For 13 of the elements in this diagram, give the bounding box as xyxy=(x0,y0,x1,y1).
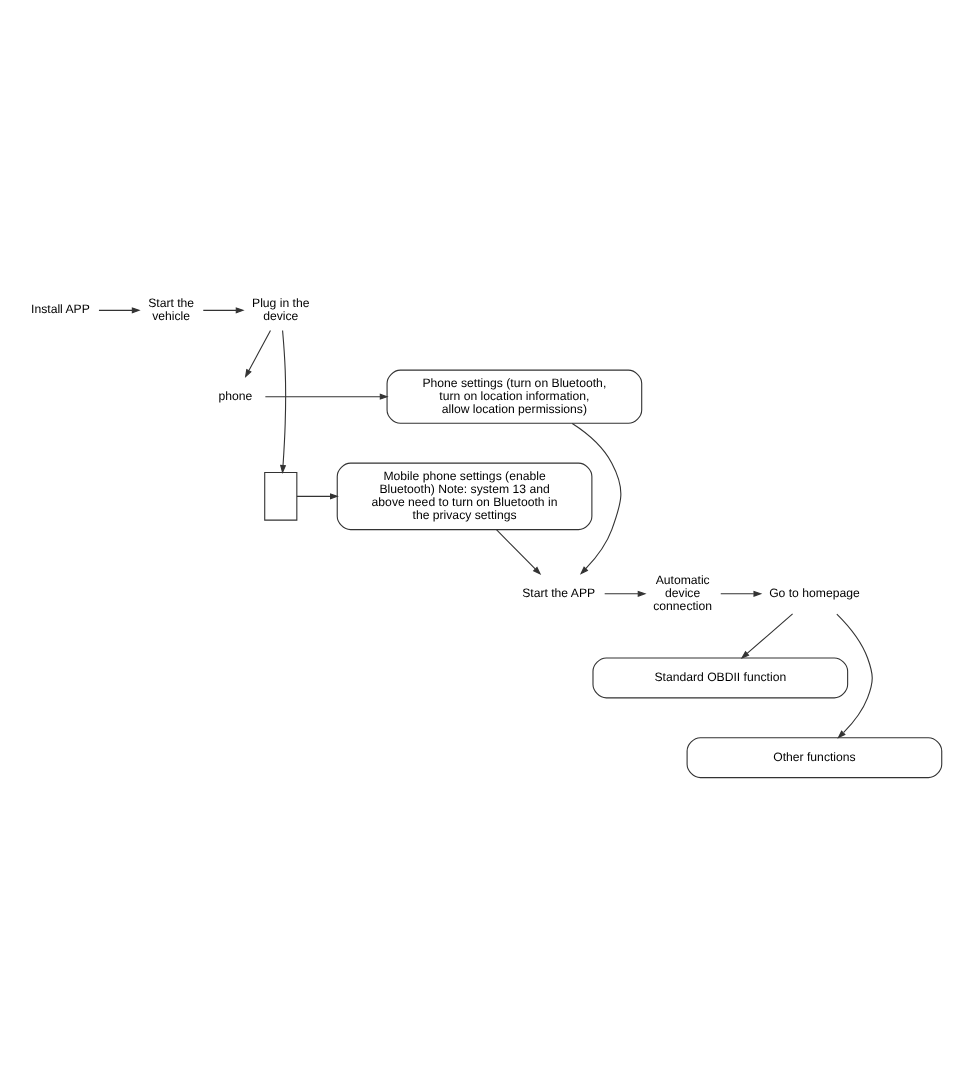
arrow xyxy=(296,493,339,500)
arrow xyxy=(836,613,873,739)
arrow xyxy=(279,329,287,474)
arrow xyxy=(244,330,272,379)
arrow xyxy=(202,307,245,314)
arrow xyxy=(571,423,622,575)
arrow xyxy=(740,613,794,660)
arrow xyxy=(720,590,763,597)
node-box xyxy=(264,472,298,521)
arrow xyxy=(264,393,389,400)
arrow xyxy=(495,529,542,575)
arrow xyxy=(98,307,141,314)
arrow xyxy=(604,590,647,597)
